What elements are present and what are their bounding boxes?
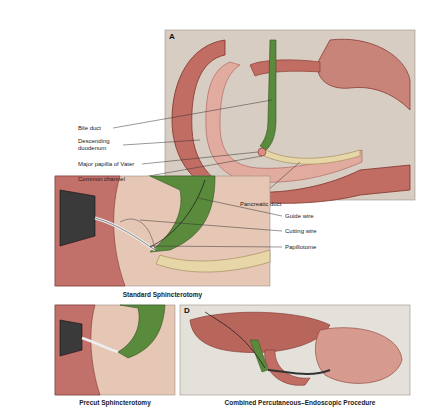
duodenum-lumen [206, 62, 362, 182]
panel-letter: D [184, 307, 196, 314]
part-label: Guide wire [285, 213, 335, 220]
needle-knife [82, 338, 118, 352]
panel-caption: Combined Percutaneous–Endoscopic Procedu… [185, 399, 415, 406]
leader-line [123, 140, 200, 145]
stomach [318, 39, 410, 110]
leader-line [150, 246, 282, 247]
part-label: Cutting wire [285, 228, 335, 235]
leader-line [132, 156, 262, 179]
bile-duct [118, 305, 165, 358]
stomach [315, 328, 402, 384]
pancreatic-duct [156, 250, 270, 272]
pancreatic-duct [262, 150, 360, 164]
part-label: Common channel [78, 176, 138, 183]
panel-b-ground [55, 176, 270, 286]
papillotome [95, 218, 155, 250]
endoscope [60, 320, 82, 356]
duodenum [265, 350, 310, 385]
part-label: Pancreatic duct [240, 201, 300, 208]
panel-caption: Standard Sphincterotomy [55, 291, 270, 298]
bile-duct [250, 340, 268, 372]
leader-line [140, 220, 282, 231]
guide-wire [150, 180, 205, 247]
part-label: Descending duodenum [78, 138, 126, 152]
leader-line [113, 100, 272, 128]
bile-duct [260, 40, 276, 150]
duodenal-bulb [250, 60, 320, 76]
panel-letter: A [169, 33, 181, 40]
endoscope [268, 370, 330, 374]
part-label: Papillotome [285, 244, 335, 251]
panel-d-ground [180, 305, 410, 395]
panel-c-ground [55, 305, 175, 395]
bile-duct [150, 176, 215, 252]
duodenal-wall [55, 176, 125, 286]
percutaneous-wire [205, 312, 265, 368]
duodenal-wall [55, 305, 100, 395]
part-label: Bile duct [78, 125, 118, 132]
leader-line [142, 152, 258, 164]
major-papilla [258, 148, 266, 156]
endoscope [60, 190, 95, 246]
part-label: Major papilla of Vater [78, 161, 148, 168]
cutting-wire [120, 219, 155, 250]
panel-caption: Precut Sphincterotomy [45, 399, 185, 406]
papillotome-edge [95, 218, 155, 250]
